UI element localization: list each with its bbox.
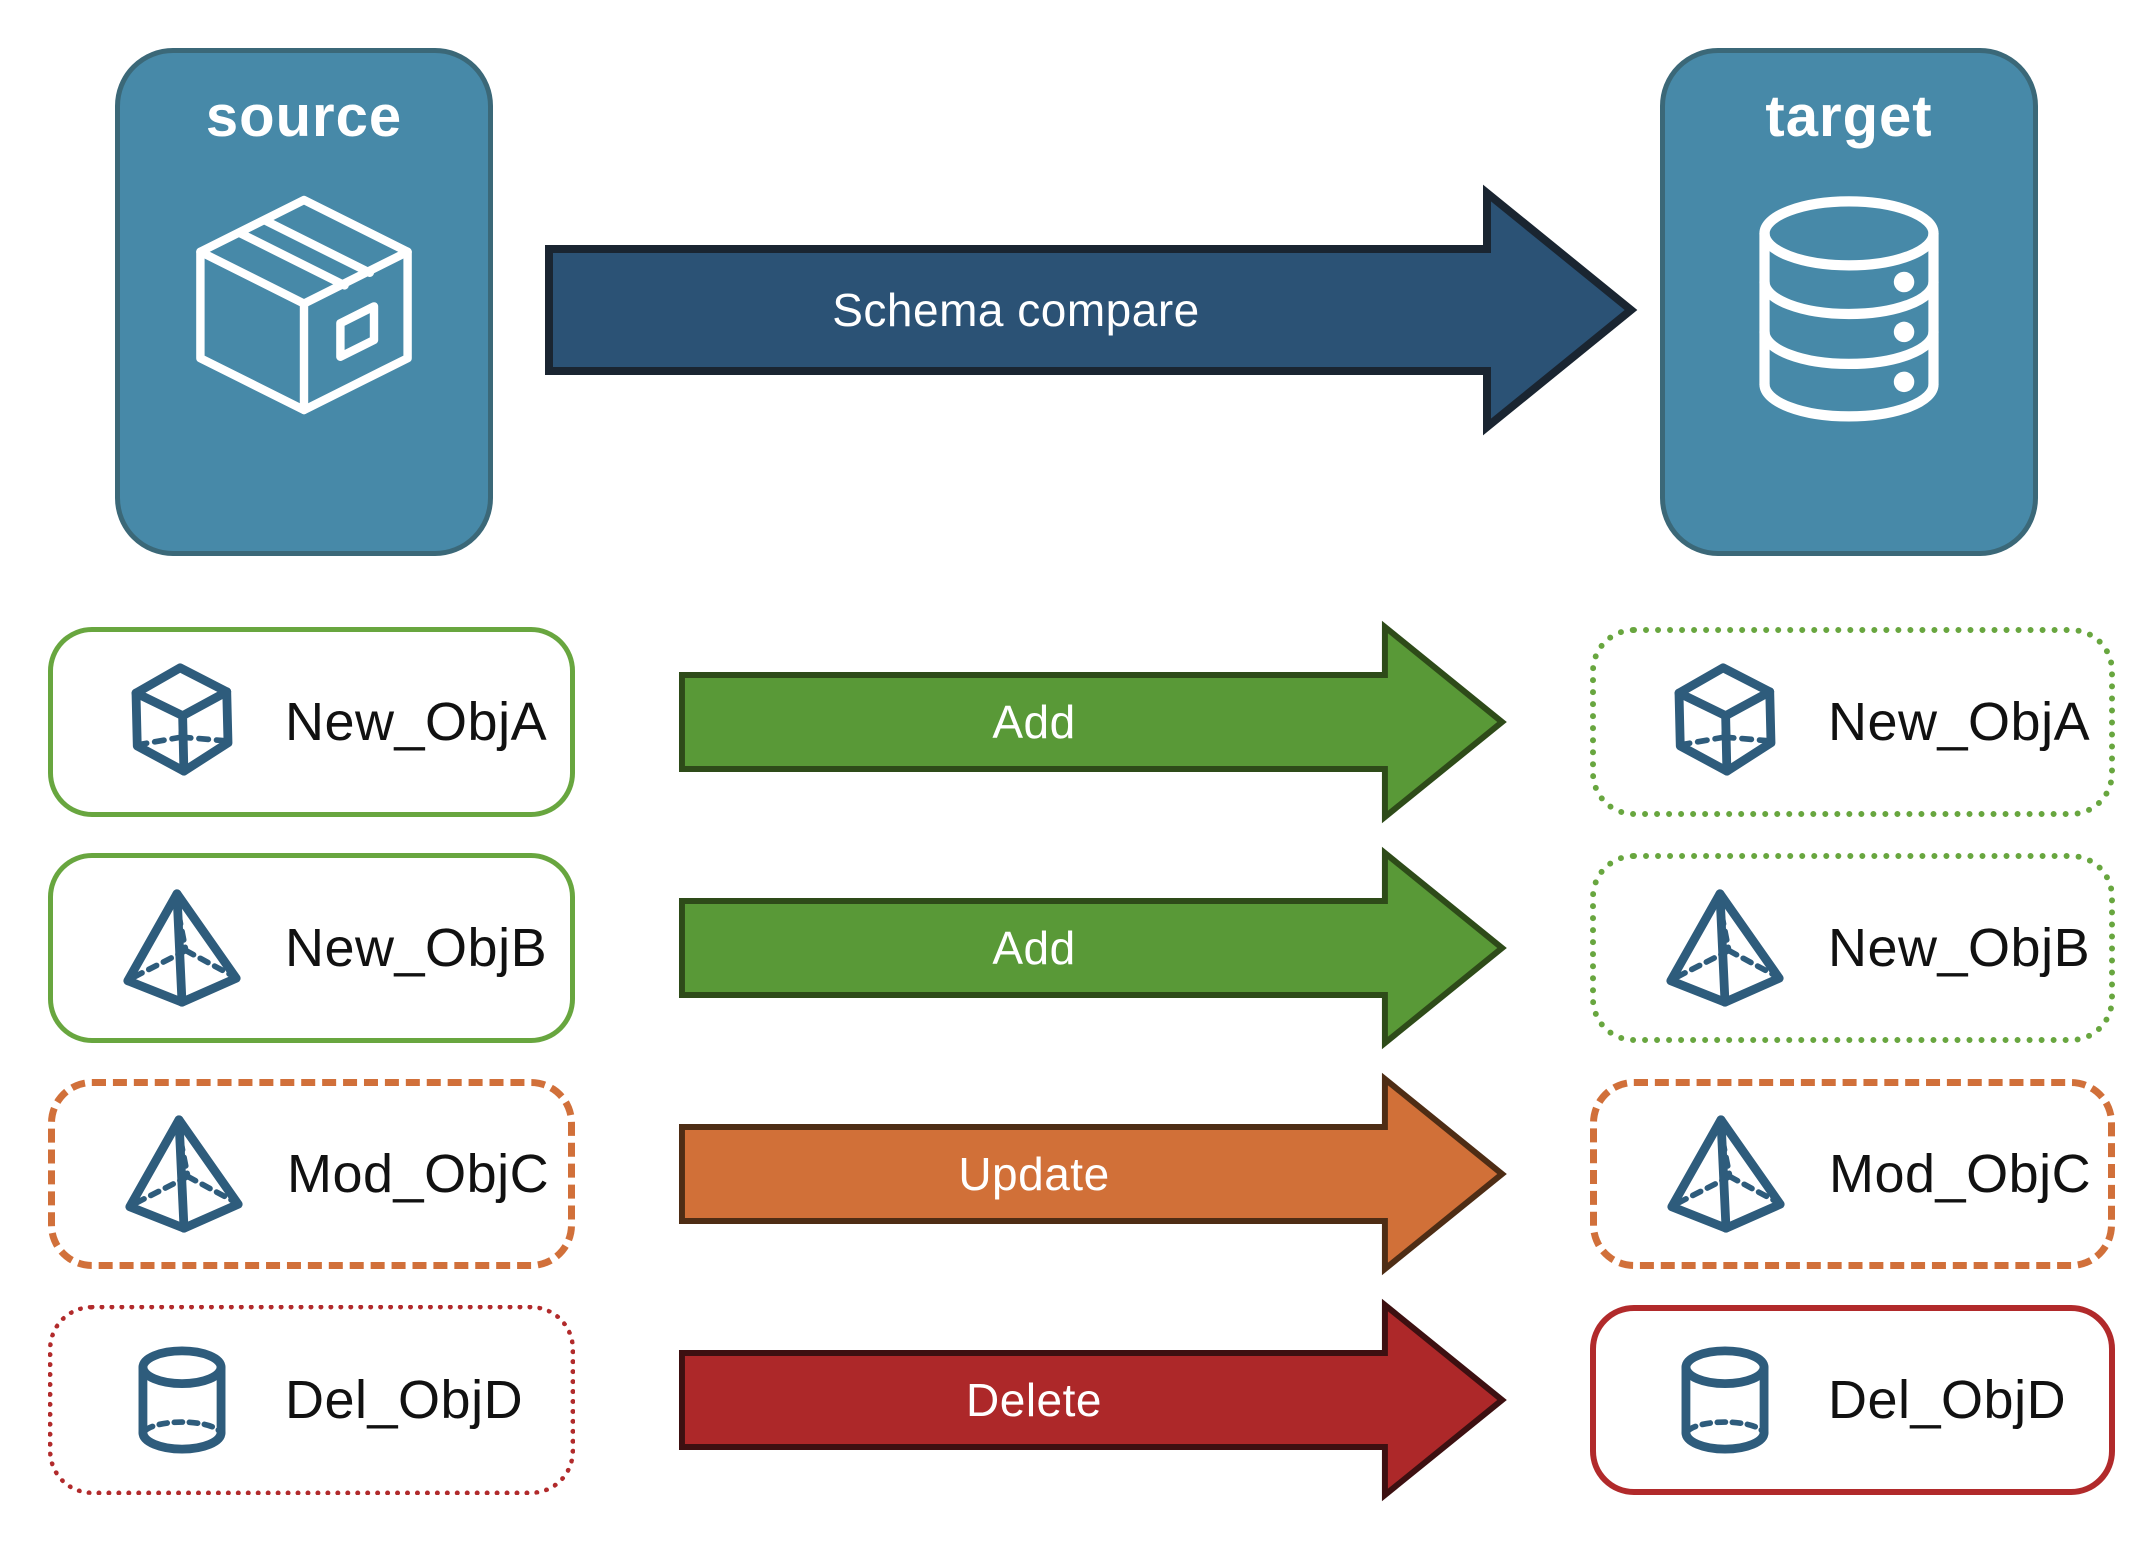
object-label: New_ObjA <box>285 692 548 752</box>
object-label: Del_ObjD <box>285 1370 524 1430</box>
object-label: Mod_ObjC <box>287 1144 550 1204</box>
cube-icon <box>1662 659 1788 785</box>
source-node-label: source <box>205 84 403 149</box>
delete-arrow-label: Delete <box>966 1374 1102 1426</box>
add-arrow-shape <box>678 846 1507 1050</box>
schema-compare-arrow: Schema compare <box>545 184 1638 436</box>
package-icon <box>164 162 444 462</box>
add-arrow-row2: Add <box>678 846 1512 1050</box>
source-object-mod-objc: Mod_ObjC <box>48 1079 575 1269</box>
add-arrow-label: Add <box>992 696 1076 748</box>
target-object-new-obja: New_ObjA <box>1590 627 2115 817</box>
source-object-del-objd: Del_ObjD <box>48 1305 575 1495</box>
cylinder-icon <box>1662 1337 1788 1463</box>
pyramid-icon <box>119 885 245 1011</box>
add-arrow-label: Add <box>992 922 1076 974</box>
schema-compare-arrow-shape <box>545 184 1638 436</box>
database-icon <box>1721 166 1977 462</box>
target-object-mod-objc: Mod_ObjC <box>1590 1079 2115 1269</box>
object-label: New_ObjA <box>1828 692 2091 752</box>
target-object-del-objd: Del_ObjD <box>1590 1305 2115 1495</box>
source-object-new-obja: New_ObjA <box>48 627 575 817</box>
target-object-new-objb: New_ObjB <box>1590 853 2115 1043</box>
add-arrow-row1: Add <box>678 620 1512 824</box>
update-arrow-shape <box>678 1072 1507 1276</box>
object-label: Del_ObjD <box>1828 1370 2067 1430</box>
source-node: source <box>115 48 493 556</box>
object-label: Mod_ObjC <box>1829 1144 2092 1204</box>
delete-arrow-row4: Delete <box>678 1298 1512 1502</box>
source-object-new-objb: New_ObjB <box>48 853 575 1043</box>
object-label: New_ObjB <box>285 918 548 978</box>
update-arrow-row3: Update <box>678 1072 1512 1276</box>
pyramid-icon <box>1662 885 1788 1011</box>
target-node-label: target <box>1765 84 1933 149</box>
target-node: target <box>1660 48 2038 556</box>
object-label: New_ObjB <box>1828 918 2091 978</box>
delete-arrow-shape <box>678 1298 1507 1502</box>
pyramid-icon <box>1663 1111 1789 1237</box>
update-arrow-label: Update <box>958 1148 1110 1200</box>
cube-icon <box>119 659 245 785</box>
cylinder-icon <box>119 1337 245 1463</box>
schema-compare-arrow-label: Schema compare <box>832 284 1200 336</box>
pyramid-icon <box>121 1111 247 1237</box>
add-arrow-shape <box>678 620 1507 824</box>
